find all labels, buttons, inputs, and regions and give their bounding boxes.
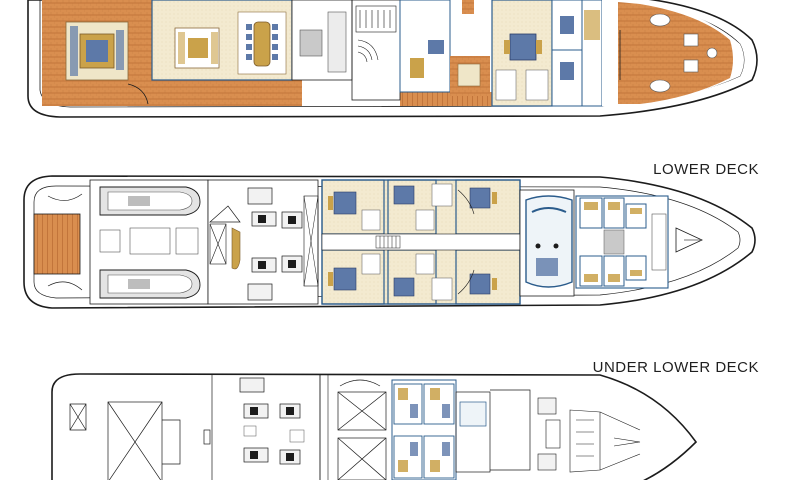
bow-deck-wood bbox=[618, 2, 733, 104]
crew-cabins bbox=[575, 195, 669, 289]
under-lower-deck-hull bbox=[51, 373, 698, 480]
tender-boat bbox=[99, 186, 201, 216]
crew-cabins-under bbox=[391, 379, 457, 480]
engine-room bbox=[239, 377, 305, 465]
main-deck-plan bbox=[27, 0, 758, 118]
guest-cabins bbox=[321, 179, 521, 305]
tender-boat bbox=[99, 269, 201, 299]
lower-deck-label: LOWER DECK bbox=[653, 161, 759, 178]
swim-platform bbox=[33, 213, 81, 275]
lower-deck-plan bbox=[23, 175, 756, 309]
under-lower-deck-label: UNDER LOWER DECK bbox=[592, 359, 759, 376]
under-lower-deck-plan bbox=[51, 373, 698, 480]
